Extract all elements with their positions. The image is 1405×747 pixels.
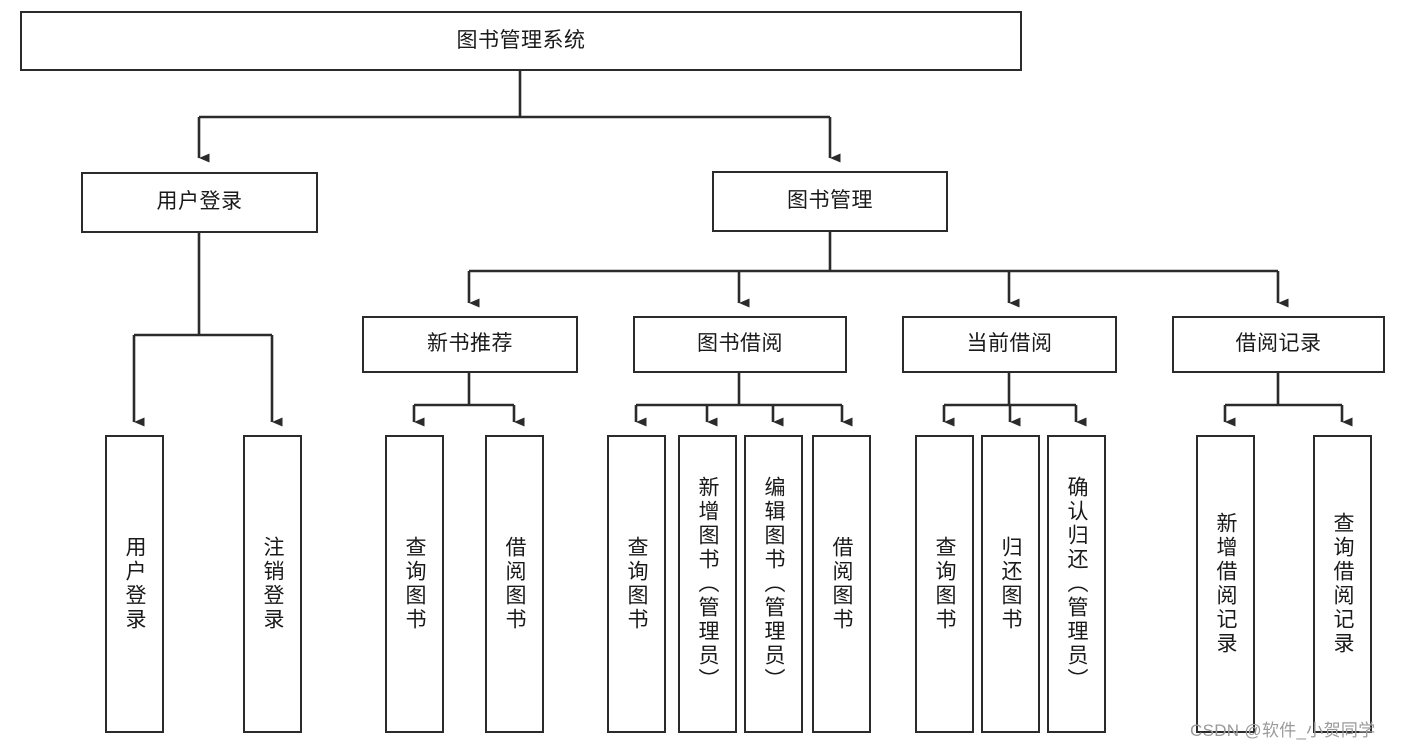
node-user-login-label: 用户登录 (156, 190, 243, 214)
leaf-confirm-return-admin-label: 确认归还（管理员） (1065, 476, 1088, 692)
leaf-confirm-return-admin[interactable]: 确认归还（管理员） (1047, 435, 1106, 733)
leaf-logout-label: 注销登录 (261, 536, 284, 632)
node-book-borrow[interactable]: 图书借阅 (633, 316, 847, 373)
leaf-query-book-recommend-label: 查询图书 (403, 536, 426, 632)
leaf-logout[interactable]: 注销登录 (243, 435, 302, 733)
node-book-management[interactable]: 图书管理 (712, 171, 948, 232)
node-book-management-label: 图书管理 (787, 189, 873, 213)
leaf-user-login-label: 用户登录 (123, 536, 146, 632)
leaf-add-borrow-record[interactable]: 新增借阅记录 (1196, 435, 1255, 733)
csdn-watermark-text: CSDN @软件_小贺同学 (1190, 721, 1376, 740)
node-root-book-management-system[interactable]: 图书管理系统 (20, 11, 1022, 71)
leaf-query-book-borrow-label: 查询图书 (625, 536, 648, 632)
node-user-login[interactable]: 用户登录 (81, 172, 318, 233)
node-new-book-recommend-label: 新书推荐 (427, 332, 513, 356)
leaf-return-book-label: 归还图书 (999, 536, 1022, 632)
leaf-query-book-current-label: 查询图书 (933, 536, 956, 632)
node-current-borrow-label: 当前借阅 (966, 332, 1053, 356)
leaf-borrow-book[interactable]: 借阅图书 (812, 435, 871, 733)
node-book-borrow-label: 图书借阅 (697, 332, 783, 356)
leaf-add-borrow-record-label: 新增借阅记录 (1214, 512, 1237, 656)
leaf-query-borrow-record-label: 查询借阅记录 (1331, 512, 1354, 656)
node-current-borrow[interactable]: 当前借阅 (902, 316, 1117, 373)
csdn-watermark: CSDN @软件_小贺同学 (1190, 716, 1376, 741)
leaf-query-borrow-record[interactable]: 查询借阅记录 (1313, 435, 1372, 733)
leaf-edit-book-admin[interactable]: 编辑图书（管理员） (744, 435, 803, 733)
leaf-add-book-admin-label: 新增图书（管理员） (696, 476, 719, 692)
leaf-user-login[interactable]: 用户登录 (105, 435, 164, 733)
leaf-query-book-current[interactable]: 查询图书 (915, 435, 974, 733)
leaf-query-book-borrow[interactable]: 查询图书 (607, 435, 666, 733)
node-borrow-record-label: 借阅记录 (1235, 332, 1322, 356)
leaf-edit-book-admin-label: 编辑图书（管理员） (762, 476, 785, 692)
node-new-book-recommend[interactable]: 新书推荐 (362, 316, 578, 373)
leaf-query-book-recommend[interactable]: 查询图书 (385, 435, 444, 733)
node-borrow-record[interactable]: 借阅记录 (1172, 316, 1385, 373)
node-root-label: 图书管理系统 (456, 28, 586, 52)
leaf-borrow-book-recommend-label: 借阅图书 (503, 536, 526, 632)
leaf-add-book-admin[interactable]: 新增图书（管理员） (678, 435, 737, 733)
leaf-return-book[interactable]: 归还图书 (981, 435, 1040, 733)
leaf-borrow-book-label: 借阅图书 (830, 536, 853, 632)
leaf-borrow-book-recommend[interactable]: 借阅图书 (485, 435, 544, 733)
